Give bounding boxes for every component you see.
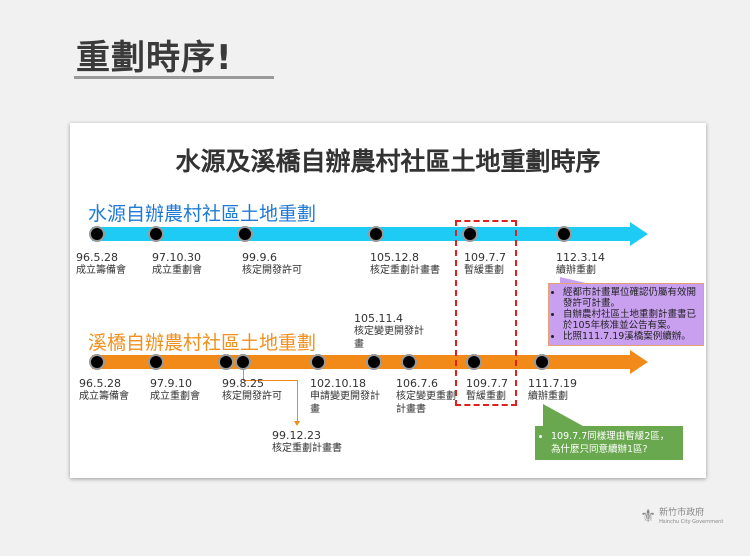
event-date: 99.8.25 bbox=[222, 377, 264, 390]
event-date: 105.12.8 bbox=[370, 251, 419, 264]
arrow-icon bbox=[630, 350, 648, 374]
slide-title: 重劃時序! bbox=[76, 38, 233, 78]
shuiyuan-title: 水源自辦農村社區土地重劃 bbox=[88, 203, 317, 225]
event-date: 109.7.7 bbox=[466, 377, 508, 390]
timeline-dot bbox=[310, 354, 326, 370]
purple-note: 經都市計畫單位確認仍屬有效開發許可計畫。 自辦農村社區土地重劃計畫書已於105年… bbox=[548, 283, 704, 346]
event-desc: 成立重劃會 bbox=[152, 265, 202, 276]
event-date: 109.7.7 bbox=[464, 251, 506, 264]
event-desc: 暫緩重劃 bbox=[464, 265, 504, 276]
note-item: 經都市計畫單位確認仍屬有效開發許可計畫。 bbox=[563, 287, 699, 309]
event-desc: 核定重劃計畫書 bbox=[370, 265, 440, 276]
note-item: 109.7.7同樣理由暫緩2區，為什麼只同意續辦1區? bbox=[551, 430, 677, 456]
timeline-dot bbox=[218, 354, 234, 370]
timeline-dot bbox=[401, 354, 417, 370]
event-date: 105.11.4 bbox=[354, 312, 403, 325]
event-date: 112.3.14 bbox=[556, 251, 605, 264]
connector bbox=[243, 366, 244, 380]
event-date: 99.12.23 bbox=[272, 429, 321, 442]
event-desc: 核定開發許可 bbox=[242, 265, 302, 276]
callout-pointer bbox=[560, 277, 590, 284]
note-item: 自辦農村社區土地重劃計畫書已於105年核准並公告有案。 bbox=[563, 309, 699, 331]
event-desc: 暫緩重劃 bbox=[466, 391, 506, 402]
event-date: 96.5.28 bbox=[79, 377, 121, 390]
shuiyuan-timeline bbox=[92, 227, 632, 241]
event-desc: 核定變更開發計畫 bbox=[354, 326, 424, 350]
green-note: 109.7.7同樣理由暫緩2區，為什麼只同意續辦1區? bbox=[535, 426, 683, 460]
note-item: 比照111.7.19溪橋案例續辦。 bbox=[563, 331, 699, 342]
event-desc: 成立重劃會 bbox=[150, 391, 200, 402]
timeline-dot bbox=[237, 226, 253, 242]
event-desc: 核定變更重劃計畫書 bbox=[396, 391, 456, 415]
connector bbox=[243, 380, 298, 381]
arrow-icon bbox=[630, 222, 648, 246]
event-desc: 成立籌備會 bbox=[76, 265, 126, 276]
event-date: 99.9.6 bbox=[242, 251, 277, 264]
event-date: 111.7.19 bbox=[528, 377, 577, 390]
event-desc: 申請變更開發計畫 bbox=[310, 391, 380, 415]
timeline-dot bbox=[462, 226, 478, 242]
event-date: 96.5.28 bbox=[76, 251, 118, 264]
timeline-dot bbox=[148, 226, 164, 242]
event-date: 97.9.10 bbox=[150, 377, 192, 390]
highlight-box bbox=[455, 220, 517, 406]
logo: ⚜ 新竹市政府 Hsinchu City Government bbox=[640, 506, 723, 527]
event-desc: 核定開發許可 bbox=[222, 391, 282, 402]
event-desc: 續辦重劃 bbox=[556, 265, 596, 276]
logo-subtitle: Hsinchu City Government bbox=[659, 518, 724, 525]
event-date: 102.10.18 bbox=[310, 377, 366, 390]
event-desc: 續辦重劃 bbox=[528, 391, 568, 402]
event-desc: 成立籌備會 bbox=[79, 391, 129, 402]
xiqiao-timeline bbox=[92, 355, 632, 369]
card-title: 水源及溪橋自辦農村社區土地重劃時序 bbox=[175, 147, 601, 176]
callout-pointer bbox=[543, 404, 583, 426]
timeline-dot bbox=[368, 226, 384, 242]
timeline-dot bbox=[148, 354, 164, 370]
emblem-icon: ⚜ bbox=[640, 506, 657, 527]
event-desc: 核定重劃計畫書 bbox=[272, 443, 342, 454]
event-date: 97.10.30 bbox=[152, 251, 201, 264]
timeline-dot bbox=[89, 354, 105, 370]
timeline-dot bbox=[366, 354, 382, 370]
timeline-dot bbox=[556, 226, 572, 242]
timeline-dot bbox=[89, 226, 105, 242]
connector bbox=[297, 380, 298, 424]
arrow-icon bbox=[294, 421, 300, 426]
xiqiao-title: 溪橋自辦農村社區土地重劃 bbox=[88, 332, 317, 354]
timeline-dot bbox=[235, 354, 251, 370]
title-underline bbox=[74, 76, 274, 79]
timeline-dot bbox=[466, 354, 482, 370]
logo-name: 新竹市政府 bbox=[659, 507, 705, 518]
timeline-dot bbox=[534, 354, 550, 370]
event-date: 106.7.6 bbox=[396, 377, 438, 390]
